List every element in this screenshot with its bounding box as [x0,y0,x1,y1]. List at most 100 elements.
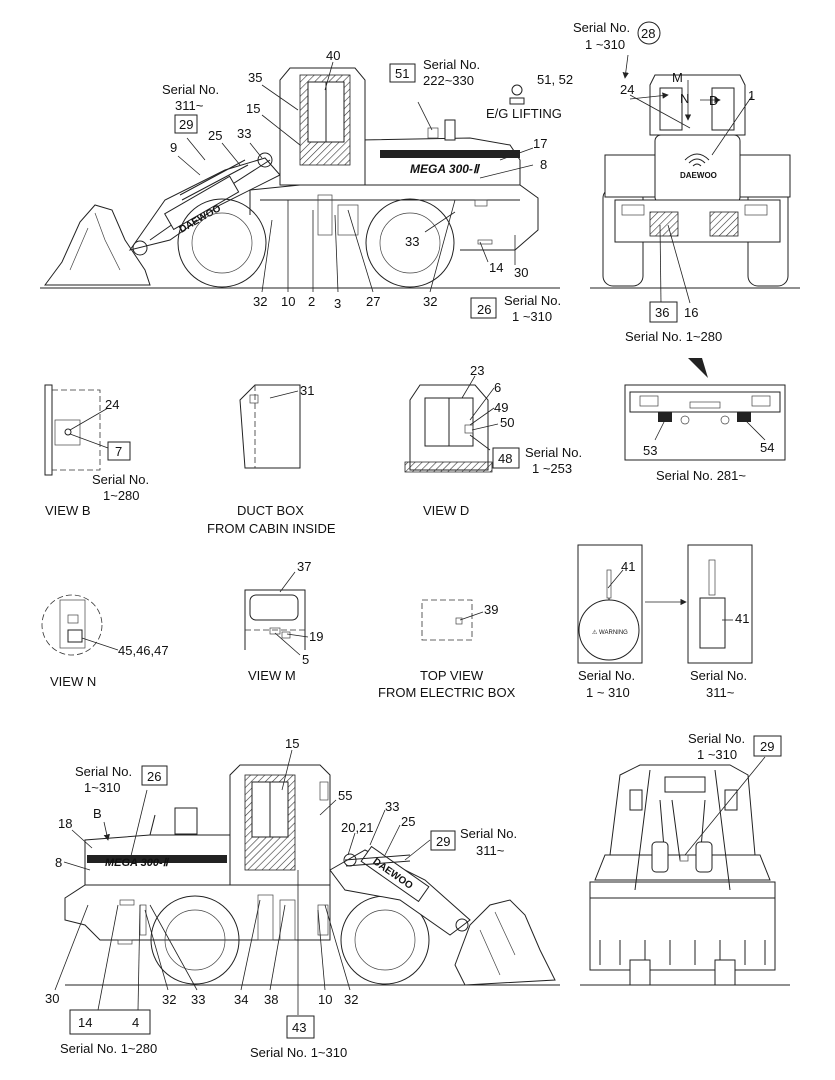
callout-5: 5 [302,652,309,667]
callout-18: 18 [58,816,72,831]
callout-8: 8 [540,157,547,172]
leaders-top-side [177,61,534,293]
loader-front-view-bottom [580,756,790,986]
brand-text-rear: DAEWOO [680,171,717,180]
brand-logo-rear [684,153,710,167]
callout-26-bot: 26 [147,769,161,784]
view-b: 24 7 Serial No. 1~280 VIEW B [44,384,149,518]
label-serial-29-rear: Serial No. [688,731,745,746]
callout-28: 28 [641,26,655,41]
label-serial-26-top-range: 1 ~310 [512,309,552,324]
callout-N: N [680,91,689,106]
callouts-rear-top: Serial No. 1 ~310 28 24 M N D 1 36 16 Se… [573,20,755,344]
callout-10: 10 [281,294,295,309]
view-d: 23 6 49 50 48 Serial No. 1 ~253 VIEW D [404,363,582,518]
label-serial-29-top-range: 311~ [175,98,204,113]
label-serial-14-4: Serial No. 1~280 [60,1041,157,1056]
callout-16: 16 [684,305,698,320]
callout-14: 14 [489,260,503,275]
callout-31: 31 [300,383,314,398]
loader-rear-view-top: DAEWOO [590,54,800,304]
callout-35: 35 [248,70,262,85]
callout-D: D [709,93,718,108]
callout-20-21: 20,21 [341,820,374,835]
callout-39: 39 [484,602,498,617]
callout-54: 54 [760,440,774,455]
callout-10b: 10 [318,992,332,1007]
view-n: 45,46,47 VIEW N [41,594,169,689]
title-view-n: VIEW N [50,674,96,689]
loader-side-view-top: DAEWOO MEGA 300-Ⅱ [40,67,560,289]
box-26-bot [141,765,168,786]
callout-8b: 8 [55,855,62,870]
box-29-bot [430,830,456,851]
callout-55: 55 [338,788,352,803]
callout-4: 4 [132,1015,139,1030]
leaders-bottom-side [54,749,431,1015]
label-serial-29-rear-range: 1 ~310 [697,747,737,762]
callout-33b: 33 [405,234,419,249]
label-serial-28-range: 1 ~310 [585,37,625,52]
callouts-front-bottom: Serial No. 1 ~310 29 [688,731,782,762]
callout-33c: 33 [385,799,399,814]
callout-14b: 14 [78,1015,92,1030]
callout-33a: 33 [237,126,251,141]
model-badge-top: MEGA 300-Ⅱ [410,162,481,176]
callout-34: 34 [234,992,248,1007]
title-view-d: VIEW D [423,503,469,518]
callout-24b: 24 [105,397,119,412]
callouts-top-side: Serial No. 311~ 29 40 35 15 25 33 9 51 S… [162,48,573,324]
box-43 [286,1015,315,1039]
callout-32a: 32 [253,294,267,309]
callout-27: 27 [366,294,380,309]
callouts-plate: 53 54 Serial No. 281~ [643,440,774,483]
callout-29-top: 29 [179,117,193,132]
view-m: 37 19 5 VIEW M [244,559,323,683]
title-top-view-1: TOP VIEW [420,668,484,683]
callout-43: 43 [292,1020,306,1035]
callout-25: 25 [208,128,222,143]
callout-32d: 32 [344,992,358,1007]
label-serial-281: Serial No. 281~ [656,468,746,483]
callout-50: 50 [500,415,514,430]
label-serial-36-16: Serial No. 1~280 [625,329,722,344]
callout-15b: 15 [285,736,299,751]
callout-15: 15 [246,101,260,116]
title-duct-box-1: DUCT BOX [237,503,304,518]
title-top-view-2: FROM ELECTRIC BOX [378,685,516,700]
box-36 [649,301,678,323]
label-serial-41a: Serial No. [578,668,635,683]
callout-32c: 32 [162,992,176,1007]
callout-B: B [93,806,102,821]
model-badge-bottom: MEGA 300-Ⅱ [105,857,170,869]
tag-warning-text: ⚠ WARNING [592,629,628,636]
callout-25b: 25 [401,814,415,829]
callout-29-rear: 29 [760,739,774,754]
callout-38: 38 [264,992,278,1007]
callout-41b: 41 [735,611,749,626]
circle-28 [637,21,661,45]
label-serial-43: Serial No. 1~310 [250,1045,347,1060]
callout-36: 36 [655,305,669,320]
label-serial-26-top: Serial No. [504,293,561,308]
callout-7: 7 [115,444,122,459]
callout-49: 49 [494,400,508,415]
label-serial-48-range: 1 ~253 [532,461,572,476]
label-serial-26-bot-range: 1~310 [84,780,121,795]
label-serial-29-top: Serial No. [162,82,219,97]
callout-48: 48 [498,451,512,466]
callout-37: 37 [297,559,311,574]
label-serial-41b-range: 311~ [706,685,735,700]
callout-40: 40 [326,48,340,63]
callout-1: 1 [748,88,755,103]
box-29-top [174,114,198,134]
callout-23: 23 [470,363,484,378]
callout-6: 6 [494,380,501,395]
callout-9: 9 [170,140,177,155]
callout-30b: 30 [45,991,59,1006]
title-view-m: VIEW M [248,668,296,683]
tag-41-panels: ⚠ WARNING 41 41 Serial No. 1 ~ 310 Seria… [577,544,753,700]
label-serial-7: Serial No. [92,472,149,487]
callout-53: 53 [643,443,657,458]
